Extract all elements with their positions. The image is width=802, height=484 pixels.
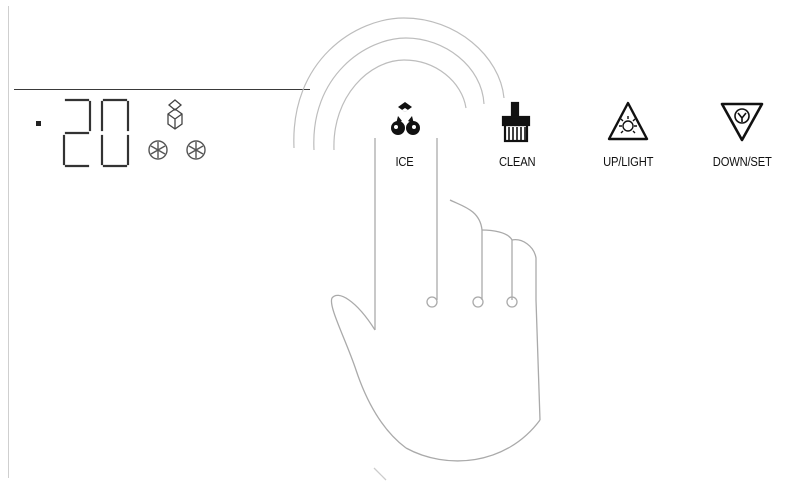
panel-left-edge: [8, 6, 9, 478]
ice-cube-icon: [162, 98, 188, 132]
pointing-hand-illustration: [286, 0, 606, 484]
up-light-button-label: UP/LIGHT: [603, 154, 653, 169]
down-set-button-label: DOWN/SET: [713, 154, 772, 169]
panel-top-border: [14, 89, 310, 90]
clean-button[interactable]: CLEAN: [486, 101, 548, 169]
seven-segment-display: [48, 96, 148, 170]
down-set-icon: [718, 98, 766, 146]
digit-2-segments: [64, 100, 90, 166]
brush-icon: [497, 101, 537, 146]
ice-cubes-icon: [384, 100, 426, 146]
indicator-dot: [35, 120, 42, 127]
hand-outline: [331, 138, 540, 480]
up-light-icon: [605, 99, 651, 146]
clean-button-label: CLEAN: [499, 154, 535, 169]
ice-button[interactable]: ICE: [380, 100, 430, 169]
ice-button-label: ICE: [396, 154, 414, 169]
snowflake-icon: [145, 137, 171, 163]
down-set-button[interactable]: DOWN/SET: [696, 98, 788, 169]
up-light-button[interactable]: UP/LIGHT: [587, 99, 669, 169]
digit-0-segments: [102, 100, 128, 166]
snowflake-icon: [183, 137, 209, 163]
